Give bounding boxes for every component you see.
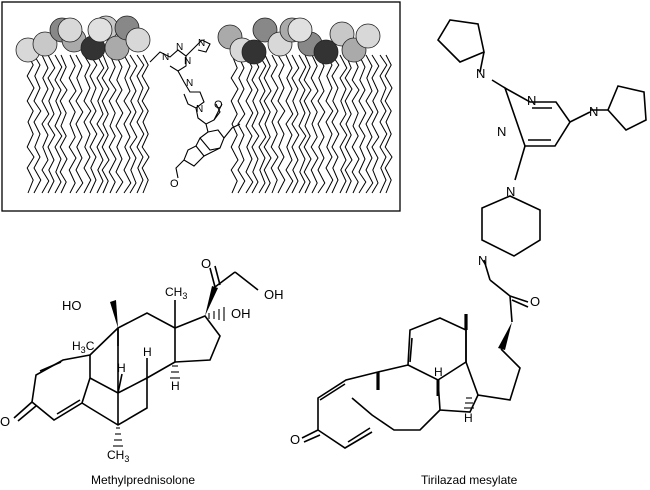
lipid-tail bbox=[270, 54, 279, 194]
lipid-tail bbox=[298, 54, 307, 194]
mp-label-ho: HO bbox=[62, 298, 82, 313]
inset-label-n2: N bbox=[184, 56, 191, 67]
lipid-headgroup bbox=[287, 17, 313, 43]
lipid-tail bbox=[136, 54, 145, 194]
tz-label-h14: H bbox=[464, 411, 473, 425]
lipid-tail bbox=[47, 54, 56, 194]
lipid-tail bbox=[277, 54, 286, 194]
mp-label-ch3-6: CH3 bbox=[107, 448, 129, 464]
lipid-tail bbox=[258, 54, 267, 194]
lipid-headgroup bbox=[241, 39, 267, 65]
lipid-headgroup bbox=[125, 27, 151, 53]
inset-label-n4: N bbox=[162, 52, 169, 63]
tz-label-n-pip-bottom: N bbox=[478, 253, 487, 268]
lipid-tail bbox=[317, 54, 326, 194]
embedded-tirilazad: N N N N N N O O bbox=[149, 38, 241, 190]
lipid-tail bbox=[83, 54, 92, 194]
lipid-tail bbox=[291, 54, 300, 194]
lipid-tail bbox=[379, 54, 388, 194]
lipid-tail bbox=[358, 54, 367, 194]
tz-label-n-pip-top: N bbox=[506, 184, 515, 199]
lipid-tail bbox=[68, 54, 77, 194]
methylprednisolone-structure: HO OH OH O O CH3 H3C CH3 H H H Methylpre… bbox=[0, 256, 284, 487]
lipid-tail bbox=[384, 54, 393, 194]
tz-label-o-3: O bbox=[290, 432, 300, 447]
inset-label-o1: O bbox=[214, 99, 223, 111]
tz-label-h8: H bbox=[434, 365, 443, 379]
inset-label-n3: N bbox=[198, 38, 205, 49]
lipid-headgroups bbox=[15, 15, 381, 65]
tz-label-n-pym-1: N bbox=[527, 93, 536, 108]
tz-label-n-pyr-left: N bbox=[476, 66, 485, 81]
lipid-headgroup bbox=[32, 31, 58, 57]
mp-label-h8: H bbox=[143, 345, 152, 359]
tz-label-n-pym-3: N bbox=[497, 124, 506, 139]
mp-label-h14: H bbox=[171, 379, 180, 393]
lipid-tail bbox=[96, 54, 105, 194]
methylprednisolone-caption: Methylprednisolone bbox=[91, 473, 195, 487]
lipid-tail bbox=[331, 54, 340, 194]
lipid-tail bbox=[59, 54, 68, 194]
mp-label-o-3: O bbox=[0, 414, 10, 429]
c17-oh-hash bbox=[208, 307, 225, 321]
lipid-tail bbox=[237, 54, 246, 194]
lipid-tail bbox=[54, 54, 63, 194]
lipid-tail bbox=[230, 54, 239, 194]
tz-c14-h-hash bbox=[464, 397, 474, 409]
lipid-tail bbox=[251, 54, 260, 194]
lipid-tail bbox=[41, 54, 50, 194]
mp-label-oh-21: OH bbox=[264, 287, 284, 302]
mp-label-ch3-18: CH3 bbox=[165, 285, 187, 301]
tz-label-n-pyr-right: N bbox=[589, 104, 598, 119]
lipid-tail bbox=[115, 54, 124, 194]
inset-label-n5: N bbox=[186, 78, 193, 89]
lipid-tail bbox=[26, 54, 35, 194]
tirilazad-caption: Tirilazad mesylate bbox=[421, 473, 518, 487]
lipid-tail bbox=[33, 54, 42, 194]
tz-label-o-ketone: O bbox=[530, 294, 540, 309]
inset-label-o2: O bbox=[170, 178, 179, 190]
membrane-inset: N N N N N N O O bbox=[1, 1, 401, 212]
lipid-tail bbox=[310, 54, 319, 194]
lipid-tail bbox=[141, 54, 150, 194]
lipid-tail bbox=[101, 54, 110, 194]
inset-label-n1: N bbox=[176, 42, 183, 53]
lipid-tail bbox=[245, 54, 254, 194]
lipid-tail bbox=[129, 54, 138, 194]
lipid-tails bbox=[26, 54, 393, 194]
lipid-tail bbox=[285, 54, 294, 194]
lipid-tail bbox=[351, 54, 360, 194]
c14-h-hash bbox=[170, 365, 180, 379]
lipid-headgroup bbox=[87, 17, 113, 43]
lipid-headgroup bbox=[355, 23, 381, 49]
c6-methyl-hash bbox=[113, 427, 123, 447]
inset-label-n6: N bbox=[196, 104, 203, 115]
mp-label-oh-17: OH bbox=[231, 306, 251, 321]
lipid-tail bbox=[123, 54, 132, 194]
lipid-headgroup bbox=[313, 39, 339, 65]
lipid-tail bbox=[75, 54, 84, 194]
lipid-headgroup bbox=[57, 17, 83, 43]
mp-label-ch3-19: H3C bbox=[72, 339, 95, 355]
lipid-tail bbox=[108, 54, 117, 194]
lipid-tail bbox=[303, 54, 312, 194]
lipid-tail bbox=[89, 54, 98, 194]
lipid-tail bbox=[263, 54, 272, 194]
lipid-tail bbox=[339, 54, 348, 194]
lipid-tail bbox=[371, 54, 380, 194]
lipid-tail bbox=[365, 54, 374, 194]
lipid-tail bbox=[325, 54, 334, 194]
mp-label-o-20: O bbox=[201, 256, 211, 271]
lipid-tail bbox=[344, 54, 353, 194]
mp-label-h9: H bbox=[117, 361, 126, 375]
tirilazad-structure: N N N N N N O O H H Tirilazad mesylate bbox=[290, 19, 647, 487]
